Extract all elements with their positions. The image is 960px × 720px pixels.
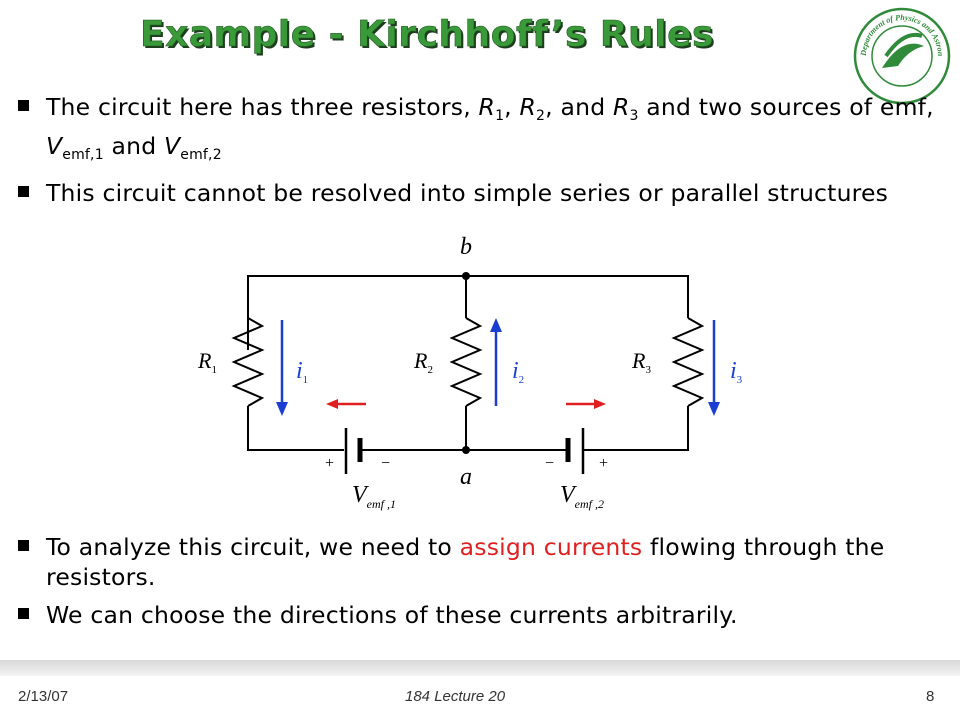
arrowhead-i3 bbox=[708, 402, 720, 416]
svg-text:i3: i3 bbox=[730, 358, 743, 386]
arrowhead-i1 bbox=[276, 402, 288, 416]
svg-text:Vemf ,2: Vemf ,2 bbox=[560, 482, 604, 511]
label-vemf2: V bbox=[560, 482, 577, 508]
label-r3-sub: 3 bbox=[645, 364, 651, 376]
label-vemf2-sub: emf ,2 bbox=[575, 497, 604, 511]
battery-2-plus: + bbox=[598, 455, 609, 472]
footer-divider bbox=[0, 660, 960, 676]
svg-text:Vemf ,1: Vemf ,1 bbox=[352, 482, 396, 511]
battery-1-plus: + bbox=[324, 455, 335, 472]
svg-text:i2: i2 bbox=[512, 358, 524, 386]
arrowhead-i2 bbox=[490, 318, 502, 332]
label-i2: i bbox=[512, 358, 519, 384]
label-i1-sub: 1 bbox=[303, 374, 309, 386]
resistor-r2-zigzag bbox=[449, 317, 483, 407]
bullet-square-icon bbox=[18, 608, 29, 619]
bullet-list-top: The circuit here has three resistors, R1… bbox=[16, 92, 946, 216]
label-r3: R bbox=[631, 348, 646, 373]
resistor-r3-zigzag bbox=[671, 317, 705, 407]
emf-arrowhead-right bbox=[594, 399, 606, 409]
bullet-item: The circuit here has three resistors, R1… bbox=[16, 92, 946, 170]
bullet-item: We can choose the directions of these cu… bbox=[16, 600, 946, 630]
highlight-text: assign currents bbox=[459, 533, 643, 561]
footer-lecture: 184 Lecture 20 bbox=[405, 688, 506, 705]
slide-title: Example - Kirchhoff’s Rules bbox=[140, 14, 714, 56]
footer-page-number: 8 bbox=[926, 688, 935, 705]
label-i3-sub: 3 bbox=[737, 374, 743, 386]
wire-right-lower bbox=[584, 406, 689, 451]
svg-text:i1: i1 bbox=[296, 358, 308, 386]
bullet-item: To analyze this circuit, we need to assi… bbox=[16, 532, 946, 592]
label-r2-sub: 2 bbox=[427, 364, 433, 376]
svg-text:R3: R3 bbox=[631, 348, 651, 376]
svg-text:R2: R2 bbox=[413, 348, 433, 376]
bullet-square-icon bbox=[18, 100, 29, 111]
battery-1-minus: − bbox=[380, 455, 391, 472]
footer-date: 2/13/07 bbox=[18, 688, 69, 705]
bullet-square-icon bbox=[18, 540, 29, 551]
department-logo: Department of Physics and Astronomy bbox=[852, 6, 951, 105]
node-label-b: b bbox=[460, 234, 472, 260]
bullet-list-bottom: To analyze this circuit, we need to assi… bbox=[16, 532, 946, 638]
label-r1: R bbox=[197, 348, 212, 373]
label-r1-sub: 1 bbox=[211, 364, 217, 376]
label-r2: R bbox=[413, 348, 428, 373]
label-i1: i bbox=[296, 358, 303, 384]
battery-2-minus: − bbox=[544, 455, 555, 472]
emf-arrowhead-left bbox=[326, 399, 338, 409]
node-label-a: a bbox=[460, 464, 472, 490]
bullet-item: This circuit cannot be resolved into sim… bbox=[16, 178, 946, 208]
label-vemf1: V bbox=[352, 482, 369, 508]
wire-top bbox=[247, 275, 689, 350]
node-b-dot bbox=[462, 272, 470, 280]
circuit-diagram: b a R1 R2 R3 i1 i2 i3 + − − + Vemf ,1 Ve… bbox=[197, 234, 743, 511]
node-a-dot bbox=[462, 446, 470, 454]
label-i3: i bbox=[730, 358, 737, 384]
wire-left-lower bbox=[247, 406, 344, 451]
svg-text:R1: R1 bbox=[197, 348, 217, 376]
resistor-r1-zigzag bbox=[231, 317, 265, 407]
label-vemf1-sub: emf ,1 bbox=[367, 497, 396, 511]
bullet-square-icon bbox=[18, 186, 29, 197]
label-i2-sub: 2 bbox=[519, 374, 525, 386]
